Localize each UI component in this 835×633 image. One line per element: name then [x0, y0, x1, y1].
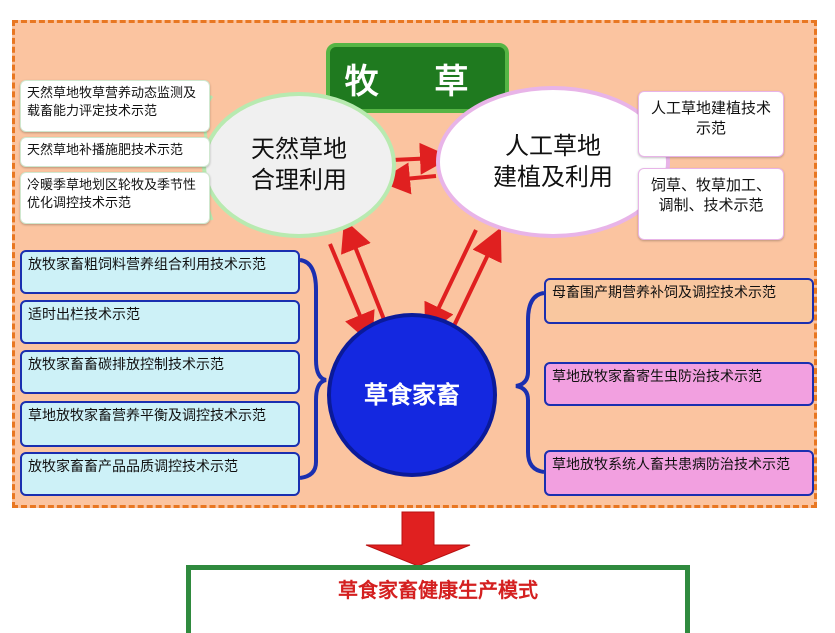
title-forage: 牧 草 — [326, 43, 509, 113]
healthy-production-model-box: 草食家畜健康生产模式 — [186, 565, 690, 633]
natural-box-2: 天然草地补播施肥技术示范 — [20, 137, 210, 167]
artificial-line2: 建植及利用 — [493, 163, 613, 191]
right-box-2: 草地放牧家畜寄生虫防治技术示范 — [544, 362, 814, 406]
right-box-1: 母畜围产期营养补饲及调控技术示范 — [544, 278, 814, 324]
arrow-artificial-to-natural — [378, 162, 437, 195]
left-box-4: 草地放牧家畜营养平衡及调控技术示范 — [20, 401, 300, 447]
result-label: 草食家畜健康生产模式 — [338, 578, 538, 602]
arrow-livestock-to-natural — [341, 219, 387, 323]
left-box-2: 适时出栏技术示范 — [20, 300, 300, 344]
arrow-livestock-to-artificial — [450, 227, 502, 331]
arrow-natural-to-livestock — [328, 243, 375, 345]
natural-box-1: 天然草地牧草营养动态监测及载畜能力评定技术示范 — [20, 80, 210, 132]
left-brace — [299, 258, 327, 480]
herbivore-livestock-ellipse: 草食家畜 — [327, 313, 497, 477]
arrow-artificial-to-livestock — [424, 229, 478, 337]
left-box-3: 放牧家畜畜碳排放控制技术示范 — [20, 350, 300, 394]
right-brace — [515, 291, 545, 474]
artificial-box-2: 饲草、牧草加工、调制、技术示范 — [638, 168, 784, 240]
right-box-3: 草地放牧系统人畜共患病防治技术示范 — [544, 450, 814, 496]
left-box-1: 放牧家畜粗饲料营养组合利用技术示范 — [20, 250, 300, 294]
artificial-grassland-ellipse: 人工草地 建植及利用 — [436, 86, 670, 238]
natural-box-3: 冷暖季草地划区轮牧及季节性优化调控技术示范 — [20, 172, 210, 224]
artificial-line1: 人工草地 — [505, 131, 601, 160]
down-arrow — [365, 511, 471, 567]
natural-line1: 天然草地 — [251, 134, 347, 163]
arrow-natural-to-artificial — [391, 142, 452, 175]
left-box-5: 放牧家畜畜产品品质调控技术示范 — [20, 452, 300, 496]
natural-grassland-ellipse: 天然草地 合理利用 — [202, 92, 396, 238]
artificial-box-1: 人工草地建植技术示范 — [638, 91, 784, 157]
natural-line2: 合理利用 — [251, 166, 347, 194]
